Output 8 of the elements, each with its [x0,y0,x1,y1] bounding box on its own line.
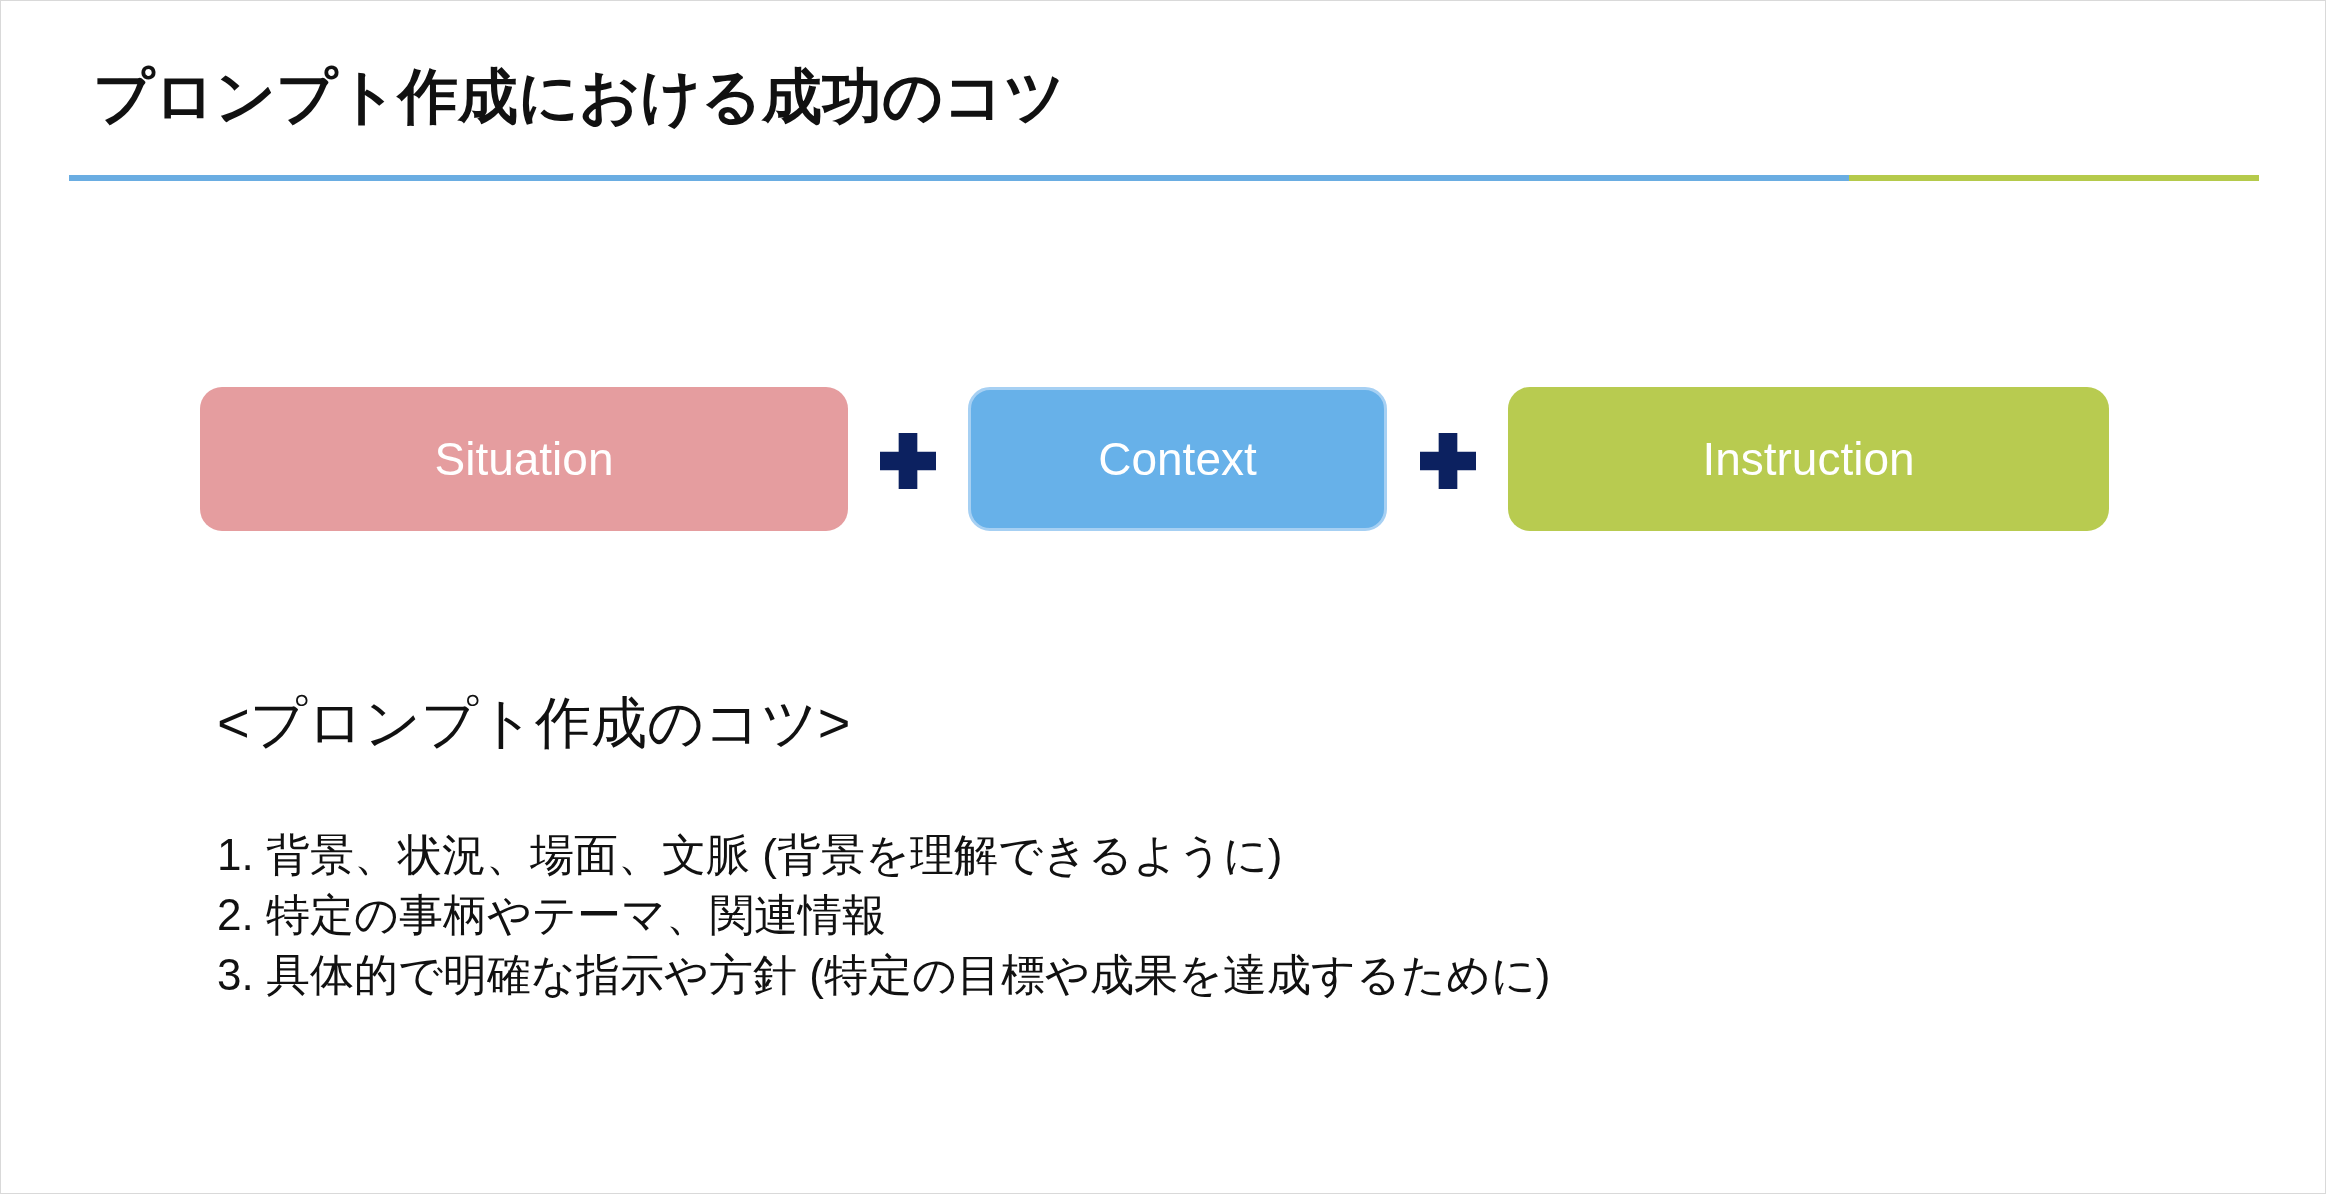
list-item: 2. 特定の事柄やテーマ、関連情報 [217,889,886,941]
component-card: Context [968,387,1387,531]
component-card: Instruction [1508,387,2109,531]
list-item: 1. 背景、状況、場面、文脈 (背景を理解できるように) [217,829,1283,881]
list-item: 3. 具体的で明確な指示や方針 (特定の目標や成果を達成するために) [217,949,1551,1001]
component-card: Situation [200,387,848,531]
section-heading: <プロンプト作成のコツ> [217,690,851,756]
slide-title: プロンプト作成における成功のコツ [93,62,1065,132]
